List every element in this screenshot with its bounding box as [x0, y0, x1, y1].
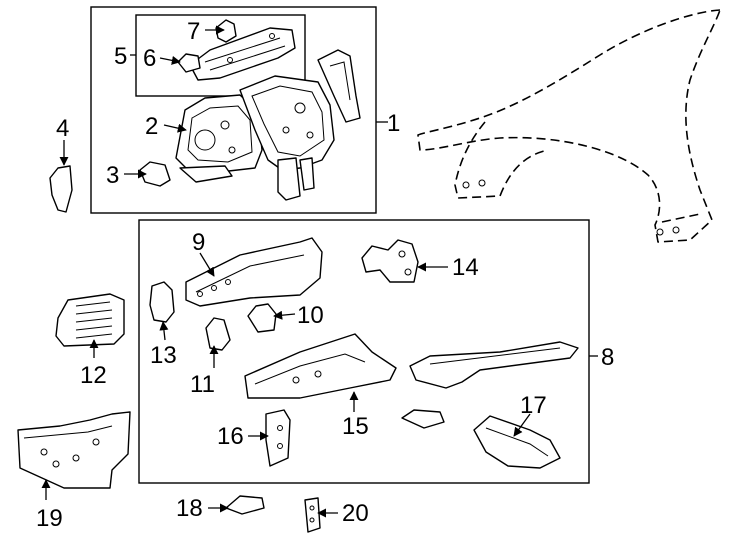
callout-11: 11 — [190, 371, 215, 398]
group-box-rail-8 — [138, 219, 590, 484]
callout-17: 17 — [520, 392, 547, 419]
part-12-crash-box — [55, 293, 125, 347]
part-9-rail — [185, 237, 323, 307]
callout-5: 5 — [114, 43, 127, 70]
leader-lines — [41, 25, 598, 518]
callout-3: 3 — [106, 162, 119, 189]
callout-20: 20 — [342, 500, 369, 527]
callout-15: 15 — [342, 413, 369, 440]
part-11-bracket — [205, 317, 231, 351]
callout-4: 4 — [56, 115, 69, 142]
upper-bracket-part — [177, 19, 296, 81]
part-19-lower-bracket — [17, 411, 131, 489]
small-bracket-part — [401, 409, 445, 429]
callout-16: 16 — [217, 423, 244, 450]
part-20-clip — [304, 497, 321, 533]
callout-6: 6 — [143, 45, 156, 72]
part-16-plate — [265, 409, 291, 467]
callout-9: 9 — [192, 229, 205, 256]
callout-2: 2 — [145, 113, 158, 140]
part-4-bracket — [49, 165, 73, 213]
callout-1: 1 — [387, 110, 400, 137]
main-apron-part — [239, 49, 361, 201]
callout-14: 14 — [452, 254, 479, 281]
part-18-bracket — [225, 495, 265, 515]
callout-10: 10 — [297, 302, 324, 329]
part-13-plate — [149, 281, 175, 323]
part-17-rear-member — [473, 415, 561, 469]
callout-12: 12 — [80, 362, 107, 389]
fender-outline — [417, 9, 721, 243]
part-3-bracket — [139, 161, 171, 187]
callout-13: 13 — [150, 342, 177, 369]
group-box-apron-1 — [90, 6, 377, 214]
part-15-side-member — [244, 333, 397, 399]
part-8-long-member — [409, 341, 579, 389]
callout-8: 8 — [601, 344, 614, 371]
callout-19: 19 — [36, 505, 63, 532]
part-14-mount — [361, 239, 419, 283]
wheel-apron-part — [175, 94, 263, 183]
callout-18: 18 — [176, 495, 203, 522]
callout-7: 7 — [187, 18, 200, 45]
part-10-bracket — [247, 303, 277, 333]
